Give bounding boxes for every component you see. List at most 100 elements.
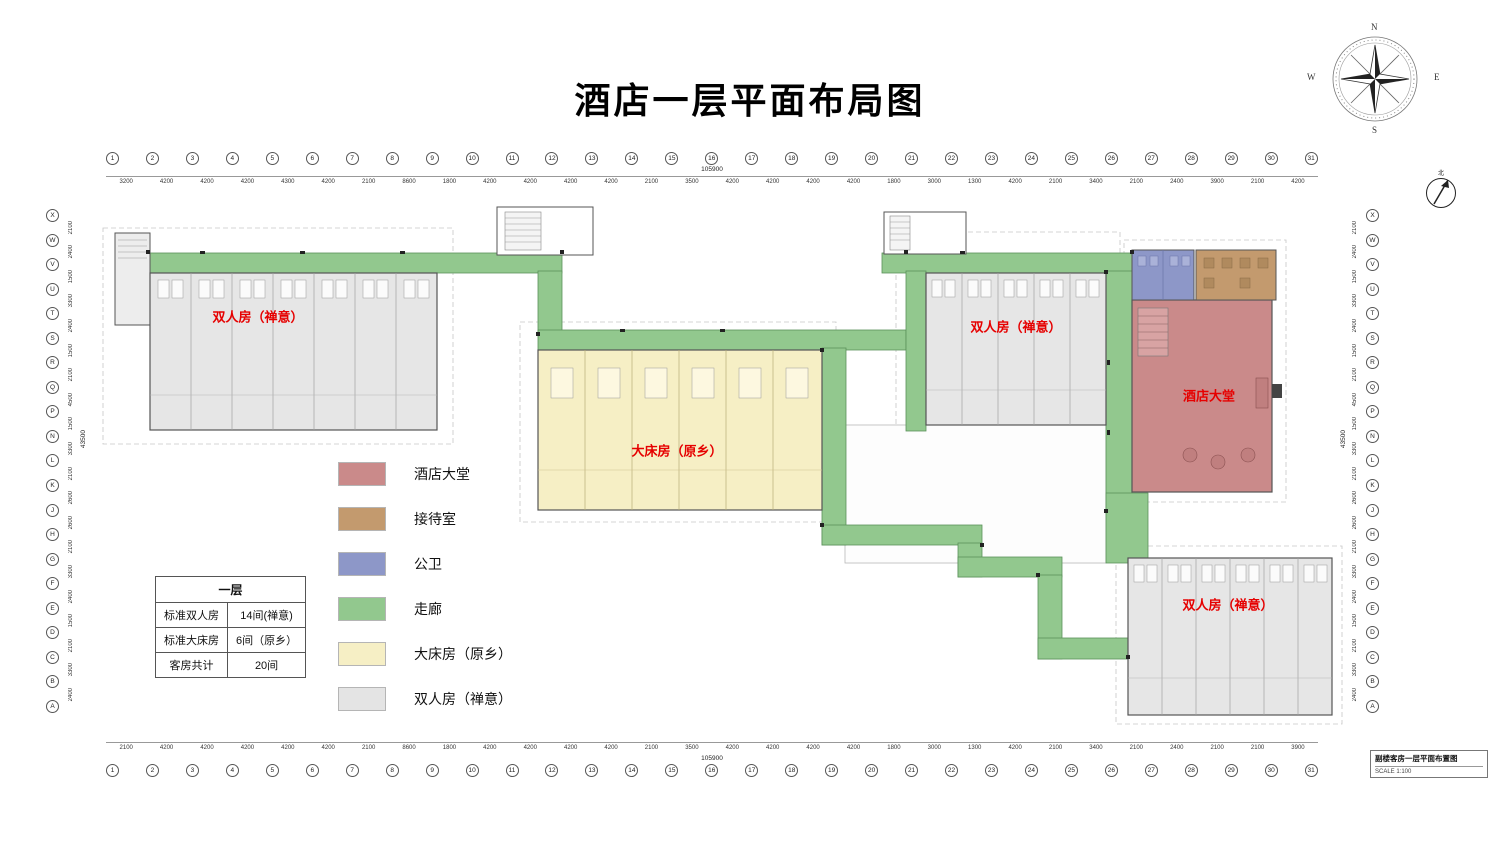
grid-number: 5: [265, 764, 279, 777]
grid-letter: Q: [1366, 380, 1379, 394]
grid-letter: X: [46, 209, 59, 222]
grid-number: 22: [945, 764, 959, 777]
wing-king: [537, 349, 823, 511]
grid-number: 25: [1064, 152, 1078, 165]
dimension-text: 2400: [1352, 318, 1358, 333]
grid-number: 14: [625, 764, 639, 777]
table-row: 客房共计 20间: [155, 652, 307, 678]
dimension-text: 4200: [281, 745, 295, 751]
dimension-text: 3900: [1210, 179, 1224, 185]
dimension-text: 4200: [1008, 179, 1022, 185]
grid-number: 31: [1304, 764, 1318, 777]
grid-number: 4: [225, 764, 239, 777]
dimension-text: 4200: [321, 179, 335, 185]
grid-number: 7: [345, 764, 359, 777]
dimension-text: 4200: [806, 179, 820, 185]
dimension-text: 4200: [483, 745, 497, 751]
dimension-text: 1500: [1352, 614, 1358, 628]
grid-letter: J: [46, 503, 59, 517]
grid-number: 7: [345, 152, 359, 165]
room-label-double-bottom-right: 双人房（禅意）: [1182, 597, 1274, 613]
dimension-text: 2100: [1048, 745, 1063, 751]
grid-number: 10: [465, 764, 479, 777]
dimension-text: 3500: [685, 179, 699, 185]
dimension-text: 8600: [402, 179, 416, 185]
compass-star: [1332, 36, 1418, 122]
grid-number: 28: [1184, 764, 1198, 777]
grid-letter: U: [1366, 282, 1379, 296]
dimension-text: 2100: [644, 745, 659, 751]
grid-number: 30: [1264, 152, 1278, 165]
dimension-text: 1800: [887, 745, 901, 751]
grid-letter: W: [46, 233, 59, 247]
legend-item: 接待室: [338, 507, 512, 531]
dimension-text: 2100: [1129, 745, 1144, 751]
grid-number: 26: [1104, 764, 1118, 777]
dimension-text: 2100: [1352, 540, 1358, 554]
legend-swatch: [338, 642, 386, 666]
dimension-text: 4300: [281, 179, 295, 185]
grid-letter: H: [46, 528, 59, 542]
grid-letter: R: [1366, 356, 1379, 370]
grid-number: 29: [1224, 764, 1238, 777]
grid-letter: V: [1366, 258, 1379, 272]
dimension-text: 2400: [1352, 687, 1358, 702]
grid-letter: P: [1366, 405, 1379, 419]
dimension-text: 4200: [563, 179, 578, 185]
dimension-text: 4200: [159, 745, 174, 751]
dimension-text: 3300: [68, 294, 74, 308]
room-label-double-top-right: 双人房（禅意）: [970, 319, 1062, 335]
stats-row-name: 标准双人房: [155, 602, 228, 628]
grid-letter: K: [1366, 479, 1379, 493]
dimension-text: 4200: [483, 179, 497, 185]
grid-number: 22: [945, 152, 959, 165]
compass-rose: N E S W: [1305, 22, 1445, 137]
grid-letter: T: [46, 307, 59, 321]
dimension-text: 1500: [68, 343, 74, 357]
dimension-text: 3000: [927, 745, 941, 751]
dimension-text: 4200: [1291, 179, 1305, 185]
grid-number: 20: [865, 152, 879, 165]
dimension-text: 3200: [119, 179, 133, 185]
dimension-text: 4200: [766, 745, 780, 751]
left-total-dimension: 43500: [80, 430, 87, 449]
lobby-entrance-mark: [1272, 384, 1282, 398]
dimension-text: 4200: [766, 179, 780, 185]
public-wc: [1131, 249, 1195, 301]
grid-letter: B: [46, 675, 59, 689]
compass-north-label: N: [1371, 22, 1378, 32]
room-label-double-left: 双人房（禅意）: [212, 309, 304, 325]
grid-number: 16: [705, 764, 719, 777]
grid-letter: X: [1366, 209, 1379, 222]
dimension-text: 1500: [1352, 417, 1358, 431]
stats-row-value: 14间(禅意): [226, 602, 307, 628]
grid-number: 1: [106, 764, 119, 777]
grid-letter: F: [1366, 577, 1379, 591]
grid-letter: J: [1366, 503, 1379, 517]
legend-item: 双人房（禅意）: [338, 687, 512, 711]
dimension-text: 4200: [321, 745, 335, 751]
grid-letter: S: [46, 331, 59, 345]
legend-label: 双人房（禅意）: [414, 691, 512, 707]
dimension-text: 2400: [68, 687, 74, 702]
grid-letter: A: [46, 699, 59, 713]
legend-label: 公卫: [414, 556, 442, 572]
grid-number: 15: [665, 764, 679, 777]
grid-number: 17: [745, 764, 759, 777]
title-block: 副楼客房一层平面布置图 SCALE 1:100: [1370, 750, 1488, 778]
grid-letter: B: [1366, 675, 1379, 689]
dimension-text: 4200: [240, 179, 255, 185]
grid-letter: L: [46, 454, 59, 468]
grid-number: 27: [1144, 764, 1158, 777]
dimension-text: 3300: [1352, 663, 1358, 677]
dimension-text: 3300: [68, 564, 74, 579]
bottom-dimension-line: [106, 742, 1318, 743]
grid-letter: N: [1366, 429, 1379, 443]
grid-letter: S: [1366, 331, 1379, 345]
table-row: 标准双人房 14间(禅意): [155, 602, 307, 628]
